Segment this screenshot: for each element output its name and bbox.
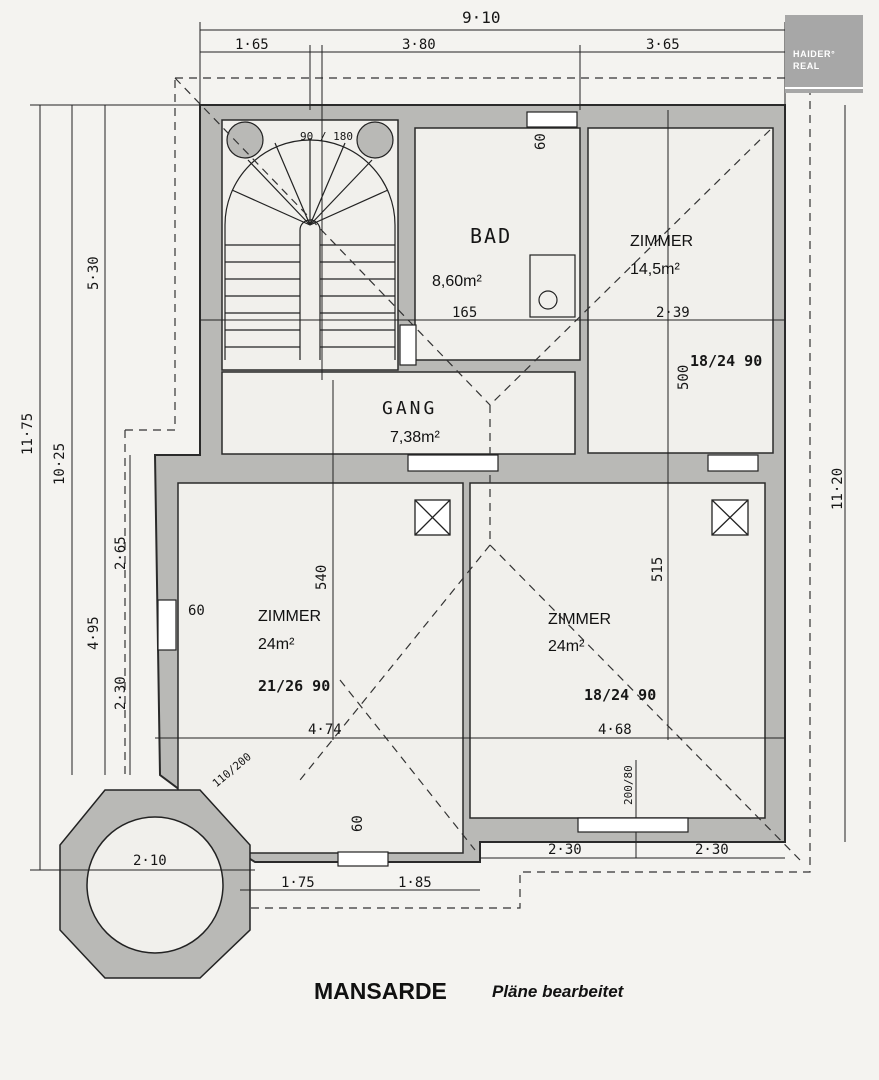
openings — [157, 324, 759, 867]
room-gang-name: GANG — [382, 398, 438, 419]
logo-line-2: REAL — [793, 61, 820, 71]
dim-left-b: 5·30 — [86, 256, 102, 290]
dim-left-c: 4·95 — [86, 616, 102, 650]
gang-floor — [221, 371, 576, 455]
room-zimmer-se-name: ZIMMER — [548, 611, 612, 628]
dimension-lines — [30, 22, 846, 891]
dim-top-total: 9·10 — [462, 8, 501, 27]
dim-239: 2·39 — [656, 305, 690, 321]
chimneys — [414, 499, 749, 536]
dim-left-d: 2·65 — [113, 536, 129, 570]
dim-left-e: 2·30 — [113, 676, 129, 710]
dim-top-mid: 3·80 — [402, 37, 436, 53]
logo-bar — [785, 87, 863, 89]
zimmer-sw-floor — [177, 482, 464, 854]
logo-line-1: HAIDER° — [793, 49, 836, 59]
dim-stair-width: 90 / 180 — [300, 130, 353, 143]
window-60-bad: 60 — [533, 133, 549, 150]
plan-title: MANSARDE — [314, 978, 447, 1004]
dim-515: 515 — [650, 556, 666, 582]
room-zimmer-ne-area: 14,5m² — [630, 261, 680, 278]
dim-top-left: 1·65 — [235, 37, 269, 53]
dim-top-right: 3·65 — [646, 37, 680, 53]
room-bad-area: 8,60m² — [432, 273, 482, 290]
roof-lines — [124, 77, 811, 909]
dim-door-200: 200/80 — [622, 765, 635, 805]
zimmer-ne-floor — [587, 127, 774, 454]
room-zimmer-sw-area: 24m² — [258, 636, 295, 653]
zimmer-se-floor — [469, 482, 766, 819]
tower — [59, 789, 251, 979]
dim-left-a: 10·25 — [52, 442, 68, 485]
bath-fixtures — [526, 111, 578, 318]
room-zimmer-se-area: 24m² — [548, 638, 585, 655]
dim-left-total: 11·75 — [20, 412, 36, 455]
dim-bottom-a: 2·10 — [133, 853, 167, 869]
dim-bottom-b: 1·75 — [281, 875, 315, 891]
room-zimmer-ne-name: ZIMMER — [630, 233, 694, 250]
room-gang-area: 7,38m² — [390, 429, 440, 446]
dim-bottom-d: 2·30 — [548, 842, 582, 858]
dim-468: 4·68 — [598, 722, 632, 738]
window-dim-sw: 21/26 90 — [258, 677, 331, 695]
bad-floor — [414, 127, 581, 361]
window-60-west: 60 — [188, 603, 205, 619]
dim-540: 540 — [314, 564, 330, 590]
window-dim-ne: 18/24 90 — [690, 352, 763, 370]
dim-165: 165 — [452, 305, 478, 321]
plan-subtitle: Pläne bearbeitet — [492, 982, 624, 1001]
window-60-south: 60 — [350, 815, 366, 832]
dim-bottom-e: 2·30 — [695, 842, 729, 858]
dim-right-total: 11·20 — [830, 467, 846, 510]
room-bad-name: BAD — [470, 224, 513, 248]
haider-real-logo: HAIDER° REAL — [785, 15, 863, 93]
window-dim-se: 18/24 90 — [584, 686, 657, 704]
room-zimmer-sw-name: ZIMMER — [258, 608, 322, 625]
dim-bottom-c: 1·85 — [398, 875, 432, 891]
dim-474: 4·74 — [308, 722, 342, 738]
